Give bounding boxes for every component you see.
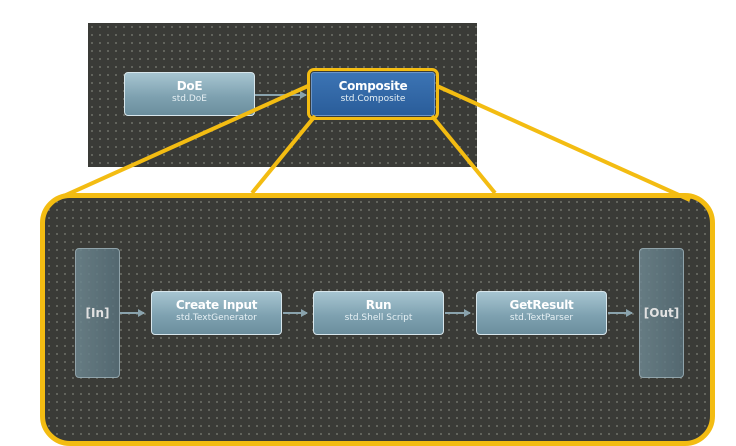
composite-detail-canvas: [In] Create Input std.TextGenerator Run … <box>40 193 715 446</box>
doe-node-type: std.DoE <box>172 94 207 104</box>
getresult-node-type: std.TextParser <box>509 313 574 323</box>
composite-node[interactable]: Composite std.Composite <box>307 68 439 120</box>
output-port[interactable]: [Out] <box>639 248 684 378</box>
create-input-node[interactable]: Create Input std.TextGenerator <box>151 291 282 335</box>
composite-node-type: std.Composite <box>340 94 406 104</box>
create-input-node-type: std.TextGenerator <box>176 313 257 323</box>
run-node[interactable]: Run std.Shell Script <box>313 291 444 335</box>
doe-node[interactable]: DoE std.DoE <box>124 72 255 116</box>
input-port[interactable]: [In] <box>75 248 120 378</box>
run-node-type: std.Shell Script <box>344 313 413 323</box>
input-port-label: [In] <box>85 306 110 320</box>
getresult-node[interactable]: GetResult std.TextParser <box>476 291 607 335</box>
output-port-label: [Out] <box>643 306 680 320</box>
getresult-node-title: GetResult <box>509 298 574 312</box>
run-node-title: Run <box>365 298 392 312</box>
top-workflow-canvas: DoE std.DoE Composite std.Composite <box>88 23 477 167</box>
doe-node-title: DoE <box>176 79 203 93</box>
create-input-node-title: Create Input <box>175 298 258 312</box>
composite-node-title: Composite <box>338 79 408 93</box>
